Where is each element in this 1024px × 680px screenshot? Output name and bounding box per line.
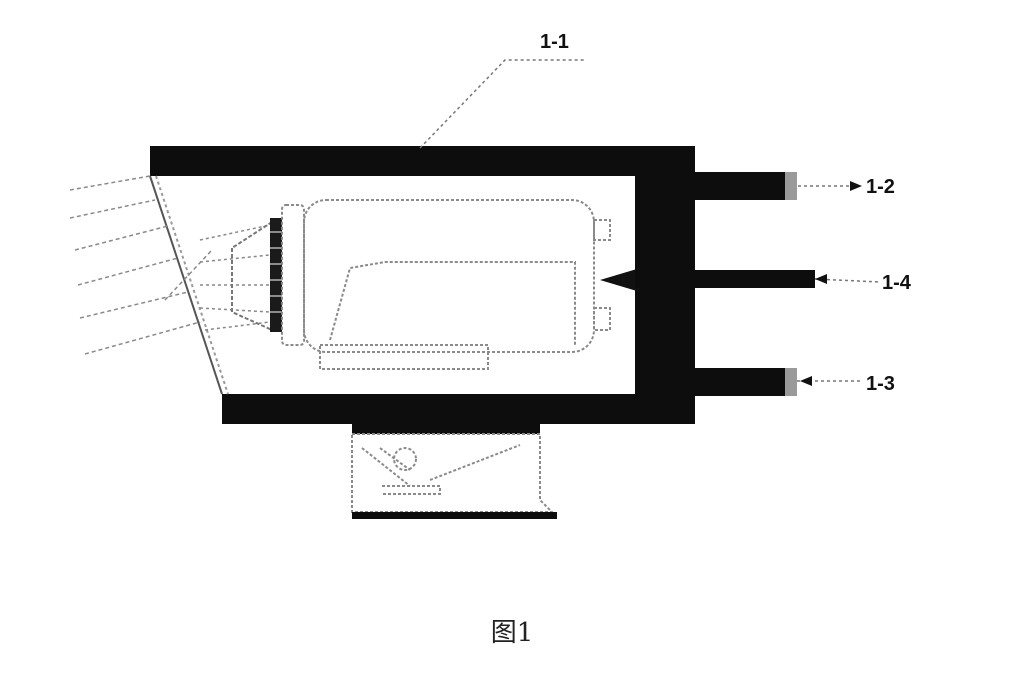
lens-cone — [231, 220, 273, 332]
mount-base-foot — [352, 512, 557, 519]
arrow-1-3 — [800, 376, 812, 386]
port-mid — [635, 270, 815, 288]
port-top — [695, 172, 785, 200]
label-port-top: 1-2 — [866, 176, 895, 198]
port-bottom-cap — [785, 368, 797, 396]
light-rays — [69, 175, 213, 355]
leader-1-4 — [814, 278, 881, 283]
lens-ticks — [270, 231, 282, 313]
leader-lines — [419, 59, 881, 382]
figure-caption: 图1 — [490, 618, 534, 648]
ports — [635, 172, 815, 396]
port-bottom — [695, 368, 785, 396]
probe-arrow-head — [600, 268, 640, 292]
port-top-cap — [785, 172, 797, 200]
arrow-1-4 — [815, 274, 827, 284]
arrow-1-2 — [850, 181, 862, 191]
leader-1-1 — [419, 59, 585, 149]
front-window — [149, 175, 229, 395]
mount-plate — [352, 418, 540, 434]
lens-glass — [270, 218, 282, 332]
mount-base — [351, 433, 555, 513]
housing-top-wall — [150, 146, 695, 176]
label-port-bottom: 1-3 — [866, 373, 895, 395]
label-housing: 1-1 — [540, 31, 569, 53]
camera-body — [281, 199, 611, 370]
label-port-mid: 1-4 — [882, 272, 912, 294]
